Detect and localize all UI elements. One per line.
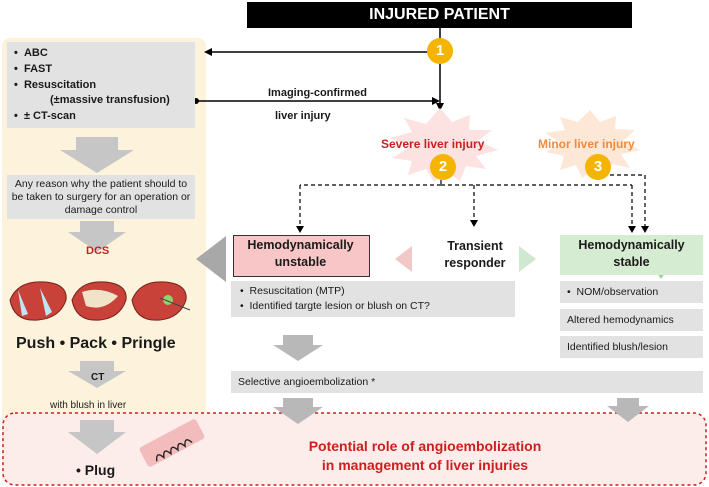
arrow-left-icon bbox=[395, 246, 412, 272]
plug-label: • Plug bbox=[76, 462, 116, 478]
liver-illustration-pack bbox=[71, 281, 127, 321]
step-badge-3: 3 bbox=[585, 154, 611, 180]
ct-label: CT bbox=[91, 372, 105, 383]
stable-nom-box bbox=[560, 281, 703, 303]
step-badge-1: 1 bbox=[427, 38, 453, 64]
list-item: • Resuscitation bbox=[14, 79, 97, 91]
potential-line1: Potential role of angioembolization bbox=[308, 438, 542, 454]
minor-burst bbox=[545, 110, 640, 178]
stable-box bbox=[560, 235, 703, 275]
initial-assessment-box bbox=[7, 42, 195, 128]
selective-box bbox=[231, 371, 703, 393]
unstable-line2: unstable bbox=[274, 255, 327, 269]
list-item: • ABC bbox=[14, 47, 48, 59]
list-item: (±massive transfusion) bbox=[50, 94, 170, 106]
imaging-label-line1: Imaging-confirmed bbox=[268, 87, 368, 99]
with-blush-label: with blush in liver bbox=[50, 400, 127, 411]
arrow-down-icon bbox=[68, 361, 126, 388]
liver-illustration-push bbox=[9, 281, 67, 321]
potential-line2: in management of liver injuries bbox=[321, 457, 529, 473]
arrow-down-icon bbox=[273, 398, 323, 424]
plug-icon bbox=[139, 419, 205, 467]
transient-line1: Transient bbox=[447, 239, 503, 253]
unstable-box bbox=[233, 235, 370, 277]
step-badge-2: 2 bbox=[430, 154, 456, 180]
stable-blush-box bbox=[560, 336, 703, 358]
stable-line2: stable bbox=[613, 255, 650, 269]
altered-hemodynamics: Altered hemodynamics bbox=[567, 314, 674, 326]
arrow-right-icon bbox=[519, 246, 536, 272]
list-item: • ± CT-scan bbox=[14, 110, 76, 122]
push-pack-pringle: Push • Pack • Pringle bbox=[16, 335, 176, 352]
identified-blush: Identified blush/lesion bbox=[567, 341, 668, 353]
arrow-down-icon bbox=[68, 420, 126, 454]
unstable-line1: Hemodynamically bbox=[247, 238, 354, 252]
transient-line2: responder bbox=[444, 256, 506, 270]
list-item: • Identified targte lesion or blush on C… bbox=[240, 300, 430, 312]
unstable-details-box bbox=[231, 281, 515, 317]
list-item: • Resuscitation (MTP) bbox=[240, 285, 345, 297]
arrow-down-icon bbox=[60, 137, 134, 173]
minor-label: Minor liver injury bbox=[538, 137, 635, 151]
arrow-down-icon bbox=[607, 398, 649, 422]
left-panel bbox=[2, 38, 206, 484]
imaging-label-line2: liver injury bbox=[275, 110, 331, 122]
arrow-down-icon bbox=[273, 335, 323, 361]
selective-label: Selective angioembolization * bbox=[238, 376, 376, 388]
arrow-down-icon bbox=[68, 221, 126, 252]
list-item: • NOM/observation bbox=[567, 286, 659, 298]
stable-altered-box bbox=[560, 309, 703, 331]
stable-line1: Hemodynamically bbox=[578, 238, 685, 252]
page-title: INJURED PATIENT bbox=[369, 6, 510, 23]
header-bar bbox=[247, 2, 632, 28]
severe-label: Severe liver injury bbox=[381, 137, 485, 151]
surgery-question: Any reason why the patient should to be … bbox=[11, 178, 191, 216]
arrow-left-icon bbox=[196, 236, 226, 282]
severe-burst bbox=[390, 108, 498, 182]
dcs-label: DCS bbox=[86, 245, 110, 257]
list-item: • FAST bbox=[14, 63, 53, 75]
liver-illustration-pringle bbox=[131, 281, 191, 321]
surgery-question-box bbox=[7, 175, 195, 219]
